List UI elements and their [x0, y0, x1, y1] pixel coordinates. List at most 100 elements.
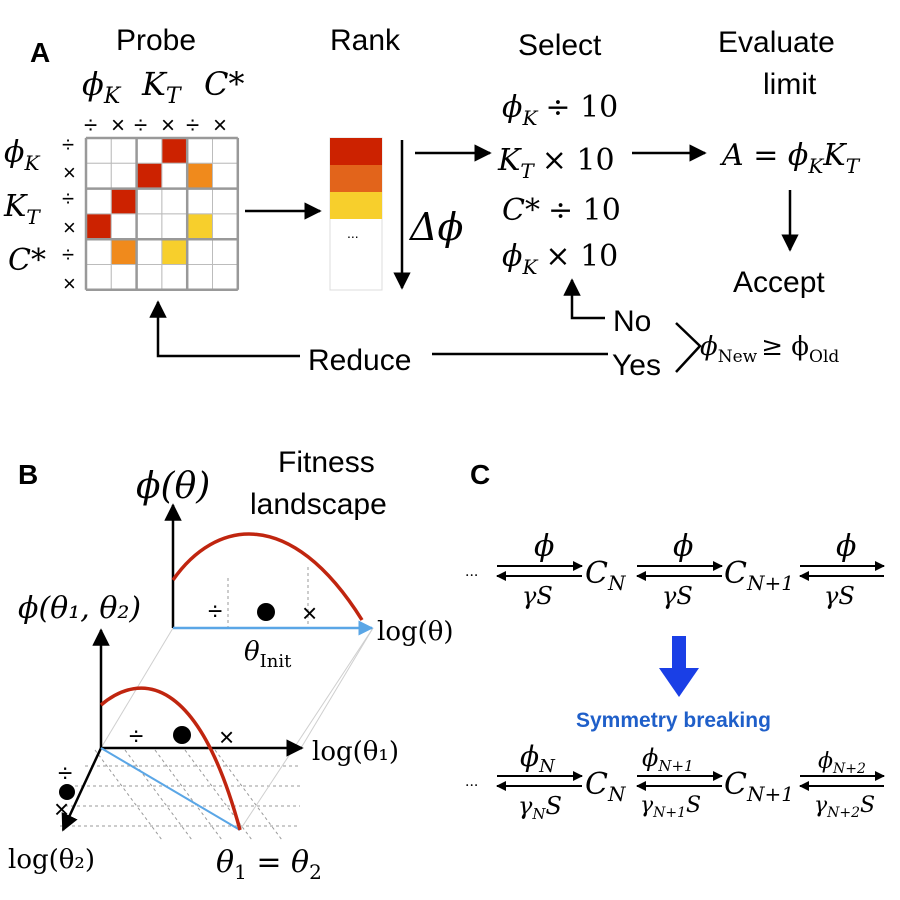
probe-cell [212, 238, 239, 265]
header-select: Select [518, 29, 602, 62]
fitness-title: Fitness [278, 446, 375, 479]
rank-cell-2 [330, 165, 382, 192]
probe-cell [110, 213, 138, 240]
reduce-label: Reduce [308, 344, 411, 377]
select-list: ϕK÷ 10 KT× 10 C*÷ 10 ϕK× 10 [497, 90, 621, 279]
rank-dots: ... [347, 225, 359, 241]
probe-cell [110, 188, 138, 215]
top-op-mul-1: × [111, 112, 125, 139]
mul-marker-2d-x1: × [219, 722, 234, 752]
chain-bottom-dots: ··· [465, 778, 478, 794]
probe-cell [161, 238, 188, 265]
left-param-c: C* [8, 243, 46, 278]
probe-cell [110, 238, 138, 265]
left-op-labels: ÷ × ÷ × ÷ × [62, 132, 76, 296]
top-param-labels: ϕK KT C* [82, 65, 244, 109]
reduce-arrow [149, 300, 300, 358]
chain-bottom-backward-1: γNS [518, 792, 562, 823]
blue-arrow-head [659, 668, 699, 697]
probe-cell [136, 137, 163, 164]
point-marker-1d [257, 603, 275, 621]
probe-cell [136, 238, 163, 265]
point-marker-2d [173, 726, 191, 744]
chain-bottom-backward-2: γN+1S [640, 793, 701, 821]
chain-symmetric: ··· ϕ γS CN ϕ γS CN+1 ϕ γS [465, 529, 885, 610]
probe-cell [186, 264, 213, 291]
rank-column: ... [329, 137, 383, 291]
chain-bottom-forward-2: ϕN+1 [642, 744, 694, 775]
header-limit: limit [763, 68, 817, 101]
probe-cell [161, 188, 188, 215]
probe-cell [85, 238, 112, 265]
probe-cell [186, 238, 213, 265]
probe-cell [212, 137, 239, 164]
top-op-div-3: ÷ [186, 112, 199, 139]
top-op-div-2: ÷ [134, 112, 147, 139]
chain-broken: ··· ϕN γNS CN ϕN+1 γN+1S CN+1 ϕN+2 γN+2S [465, 740, 885, 823]
top-op-div-1: ÷ [84, 112, 97, 139]
div-marker-2d-x2: ÷ [58, 758, 72, 788]
chain-bottom-forward-3: ϕN+2 [818, 749, 866, 777]
probe-cell [186, 188, 213, 215]
left-param-labels: ϕK KT C* [3, 135, 46, 278]
probe-cell [186, 137, 213, 164]
chain-top-forward-1: ϕ [534, 529, 554, 564]
mul-marker-1d: × [302, 598, 317, 628]
chain-top-node-1: CN [585, 556, 627, 595]
probe-cell [212, 213, 239, 240]
div-marker-2d-x1: ÷ [129, 721, 143, 751]
y-label-2d: ϕ(θ₁, θ₂) [18, 591, 141, 626]
div-marker-1d: ÷ [208, 596, 222, 626]
chain-bottom-backward-3: γN+2S [814, 793, 875, 821]
left-op-div-2: ÷ [62, 186, 74, 211]
probe-cell [161, 162, 188, 190]
probe-cell [212, 188, 239, 215]
top-param-k: KT [141, 65, 183, 109]
chain-top-forward-2: ϕ [673, 529, 693, 564]
probe-cell [186, 213, 213, 240]
left-param-k: KT [3, 189, 41, 229]
fitness-curve-2d [99, 686, 242, 831]
panel-b-label: B [18, 459, 38, 490]
left-op-mul-3: × [63, 271, 76, 296]
probe-cell [212, 162, 239, 190]
decision-chevron [675, 322, 702, 373]
chain-bottom-node-2: CN+1 [724, 767, 794, 806]
probe-cell [85, 264, 112, 291]
left-op-mul-2: × [63, 215, 76, 240]
left-param-phi: ϕK [4, 135, 40, 175]
mul-marker-2d-x2: × [54, 794, 69, 824]
select-item-2: KT× 10 [497, 143, 615, 183]
chain-bottom-forward-1: ϕN [520, 740, 556, 777]
chain-bottom-node-1: CN [585, 767, 627, 806]
rank-cell-3 [330, 192, 382, 219]
probe-cell [110, 137, 138, 164]
top-op-mul-2: × [161, 112, 175, 139]
probe-cell [110, 264, 138, 291]
delta-phi-label: Δϕ [408, 205, 463, 249]
x1-label: log(θ₁) [312, 737, 399, 767]
probe-cell [85, 162, 112, 190]
point-marker-2d-x2 [59, 784, 75, 800]
x2-label: log(θ₂) [8, 845, 95, 875]
top-op-labels: ÷ × ÷ × ÷ × [84, 112, 227, 139]
evaluate-expression: A = ϕKKT [719, 138, 861, 178]
no-label: No [613, 305, 651, 338]
select-item-4: ϕK× 10 [502, 239, 618, 279]
header-evaluate: Evaluate [718, 26, 835, 59]
probe-cell [110, 162, 138, 190]
condition-expression: ϕNew≥ ϕOld [700, 332, 839, 367]
top-param-c: C* [204, 65, 244, 103]
fitness-curve-1d [171, 532, 364, 621]
accept-label: Accept [733, 266, 825, 299]
probe-cell [161, 264, 188, 291]
header-rank: Rank [330, 24, 401, 57]
probe-cell [85, 137, 112, 164]
yes-label: Yes [612, 349, 661, 382]
theta-init-label: θInit [244, 637, 292, 672]
select-item-3: C*÷ 10 [502, 193, 621, 228]
probe-cell [161, 137, 188, 164]
panel-c-label: C [470, 459, 490, 490]
probe-cell [85, 188, 112, 215]
